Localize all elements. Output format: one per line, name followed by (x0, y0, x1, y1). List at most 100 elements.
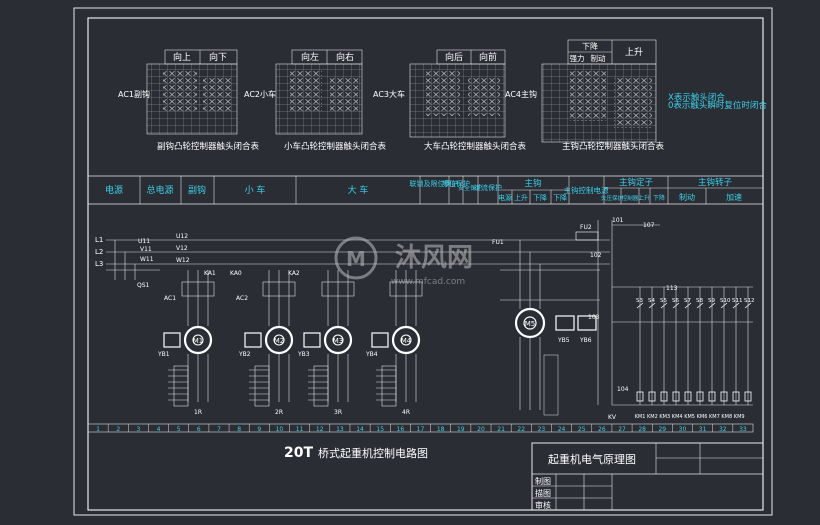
header-hook-rotor: 主钩转子 (698, 177, 733, 188)
header-bridge: 大 车 (348, 184, 369, 196)
header-zero-protect: 零位保护 (442, 179, 470, 188)
label-ka1: KA1 (204, 270, 216, 277)
switch-label: S3 (636, 298, 643, 304)
header-interlock: 联锁及限位保护 (410, 179, 459, 188)
column-number: 8 (237, 426, 241, 433)
column-number: 27 (618, 426, 626, 433)
column-number: 17 (417, 426, 425, 433)
brake-yb2-label: YB2 (238, 351, 251, 358)
header-rotor-brake: 制动 (679, 192, 695, 202)
contactor-label: KM1 (635, 414, 646, 420)
label-ac1: AC1 (164, 295, 176, 302)
watermark: M 沐风网 www.mfcad.com (334, 236, 473, 287)
header-power: 电源 (105, 184, 123, 196)
table2-footer: 小车凸轮控制器触头闭合表 (284, 141, 387, 152)
label-ac2: AC2 (236, 295, 248, 302)
contactor-label: KM7 (709, 414, 720, 420)
switch-label: S12 (744, 298, 755, 304)
contactor-label: KM9 (734, 414, 745, 420)
legend: X表示触头闭合 0表示触头瞬时复位时闭合 (668, 92, 767, 111)
control-rung-8: S10 (720, 287, 731, 405)
header-trolley: 小 车 (245, 184, 266, 196)
switch-label: S7 (684, 298, 691, 304)
contactor-label: KM6 (697, 414, 708, 420)
table4-sub-strong: 强力 (570, 53, 585, 63)
contactor-label: KM3 (659, 414, 670, 420)
brake-yb4-label: YB4 (365, 351, 378, 358)
main-hook-motor: M5 YB5 YB6 (500, 240, 600, 416)
watermark-url: www.mfcad.com (391, 277, 465, 287)
column-number: 29 (658, 426, 666, 433)
column-number: 30 (679, 426, 687, 433)
column-number: 32 (719, 426, 727, 433)
table4-caption: AC4主钩 (505, 89, 537, 99)
fuse-fu1-label: FU1 (492, 239, 504, 246)
column-number: 16 (397, 426, 405, 433)
header-aux-hook: 副钩 (188, 184, 206, 196)
column-number: 10 (276, 426, 284, 433)
header-controller: 控制器 (622, 194, 639, 202)
header-hook-lower-2: 下降 (553, 193, 567, 202)
header-stator-raise: 上升 (638, 194, 650, 202)
label-ka2: KA2 (288, 270, 300, 277)
contactor-label: KM5 (684, 414, 695, 420)
header-hook-stator: 主钩定子 (619, 177, 654, 188)
header-undervoltage: 失压保护 (601, 194, 624, 202)
column-number: 5 (177, 426, 181, 433)
node-101: 101 (612, 217, 624, 224)
motor-m5-label: M5 (525, 320, 536, 328)
header-stator-lower: 下降 (653, 194, 665, 202)
brake-yb5-label: YB5 (557, 337, 570, 344)
label-w12: W12 (176, 257, 190, 264)
resistor-3r-label: 3R (334, 409, 342, 416)
label-u12: U12 (176, 233, 188, 240)
control-rung-10: S12 (744, 287, 755, 405)
column-number: 13 (336, 426, 344, 433)
table1-header-down: 向下 (209, 51, 227, 63)
switch-label: S9 (708, 298, 715, 304)
table3-header-forward: 向前 (479, 51, 497, 63)
table4-header-lower: 下降 (582, 41, 598, 51)
brake-yb3-label: YB3 (297, 351, 310, 358)
column-number: 21 (497, 426, 505, 433)
supply-lines (106, 239, 610, 280)
header-overcurrent: 过流保护 (474, 183, 502, 192)
control-rung-1: S3 (636, 287, 643, 405)
legend-line-2: 0表示触头瞬时复位时闭合 (668, 100, 767, 111)
column-number: 26 (598, 426, 606, 433)
label-u11: U11 (138, 238, 150, 245)
contactor-label: KM2 (647, 414, 658, 420)
label-l3: L3 (95, 260, 103, 268)
control-rung-3: S5 (660, 287, 667, 405)
control-rung-6: S8 (696, 287, 703, 405)
motor-m1-label: M1 (193, 337, 204, 345)
header-hook-power: 电源 (498, 193, 512, 202)
control-rung-7: S9 (708, 287, 715, 405)
contact-table-ac2: 向左 向右 AC2小车 小车凸轮控制器触头闭合表 (244, 49, 387, 152)
drawing-title: 桥式起重机控制电路图 (318, 446, 428, 460)
table2-caption: AC2小车 (244, 89, 276, 99)
title-block-drawn: 制图 (535, 476, 551, 486)
label-qs1: QS1 (137, 282, 150, 289)
node-113: 113 (666, 285, 678, 292)
inner-frame (87, 17, 764, 511)
column-number: 22 (517, 426, 525, 433)
column-number: 28 (638, 426, 646, 433)
table3-caption: AC3大车 (373, 89, 405, 99)
table3-footer: 大车凸轮控制器触头闭合表 (424, 141, 527, 152)
switch-label: S11 (732, 298, 743, 304)
table4-sub-brake: 制动 (591, 53, 606, 63)
svg-text:M: M (346, 247, 366, 271)
switch-label: S6 (672, 298, 679, 304)
column-number: 33 (739, 426, 747, 433)
column-number: 3 (136, 426, 140, 433)
column-number: 18 (437, 426, 445, 433)
column-number: 15 (376, 426, 384, 433)
